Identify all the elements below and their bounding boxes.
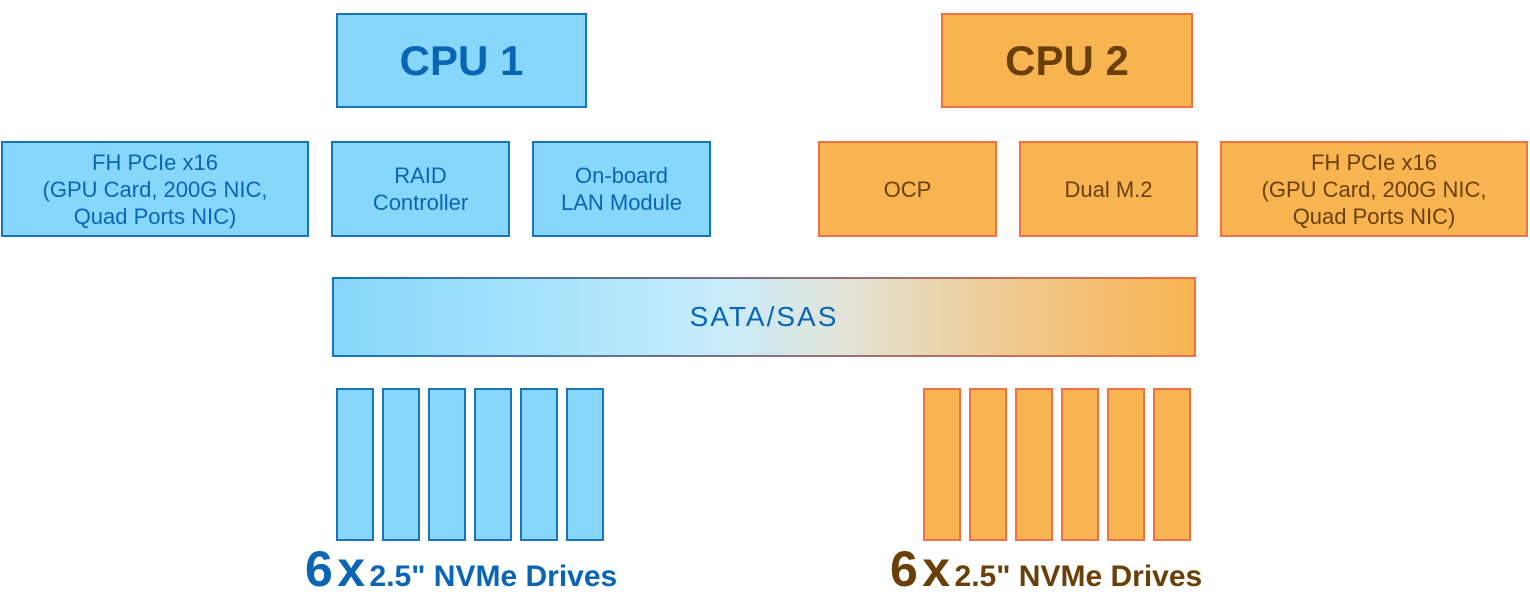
cpu2-ocp-slot: OCP [818, 141, 997, 237]
slot-line: LAN Module [560, 190, 683, 215]
cpu2-drive-bay [923, 388, 961, 541]
slot-line: On-board [575, 163, 668, 188]
drive-description: 2.5" NVMe Drives [369, 560, 618, 593]
cpu2-drive-caption: 6 x 2.5" NVMe Drives [890, 540, 1202, 598]
slot-line: OCP [883, 176, 932, 202]
bus-label: SATA/SAS [689, 301, 839, 332]
cpu1-raid-controller: RAID Controller [331, 141, 510, 237]
cpu2-drive-bay [1153, 388, 1191, 541]
slot-line: RAID [394, 163, 447, 188]
cpu1-drive-bay [566, 388, 604, 541]
cpu2-label: CPU 2 [1005, 36, 1129, 84]
slot-line: FH PCIe x16 [1311, 149, 1437, 175]
cpu2-drive-bay [1061, 388, 1099, 541]
cpu2-drive-bay [1015, 388, 1053, 541]
slot-line: (GPU Card, 200G NIC, [1261, 176, 1487, 202]
cpu1-drive-bay [382, 388, 420, 541]
cpu1-drive-bay [474, 388, 512, 541]
cpu1-label: CPU 1 [399, 36, 524, 84]
cpu2-pcie-slot: FH PCIe x16 (GPU Card, 200G NIC, Quad Po… [1220, 141, 1528, 237]
cpu1-drive-bay [336, 388, 374, 541]
cpu1-lan-module: On-board LAN Module [532, 141, 711, 237]
cpu1-drive-caption: 6 x 2.5" NVMe Drives [305, 540, 617, 598]
drive-count: 6 [890, 541, 918, 597]
cpu2-dual-m2-slot: Dual M.2 [1019, 141, 1198, 237]
drive-description: 2.5" NVMe Drives [954, 560, 1203, 593]
sata-sas-bus: SATA/SAS [332, 277, 1196, 357]
slot-line: FH PCIe x16 [92, 149, 218, 175]
times-sign: x [922, 541, 951, 597]
cpu1-pcie-slot: FH PCIe x16 (GPU Card, 200G NIC, Quad Po… [1, 141, 309, 237]
times-sign: x [337, 541, 366, 597]
cpu1-drive-bay [428, 388, 466, 541]
slot-line: Quad Ports NIC) [1292, 203, 1456, 229]
cpu1-drive-bay [520, 388, 558, 541]
cpu2-drive-bay [1107, 388, 1145, 541]
slot-line: (GPU Card, 200G NIC, [42, 176, 268, 202]
slot-line: Quad Ports NIC) [73, 203, 237, 229]
cpu2-box: CPU 2 [941, 13, 1193, 108]
cpu2-drive-bay [969, 388, 1007, 541]
slot-line: Dual M.2 [1064, 176, 1153, 202]
slot-line: Controller [372, 190, 469, 215]
cpu1-box: CPU 1 [336, 13, 587, 108]
drive-count: 6 [305, 541, 333, 597]
